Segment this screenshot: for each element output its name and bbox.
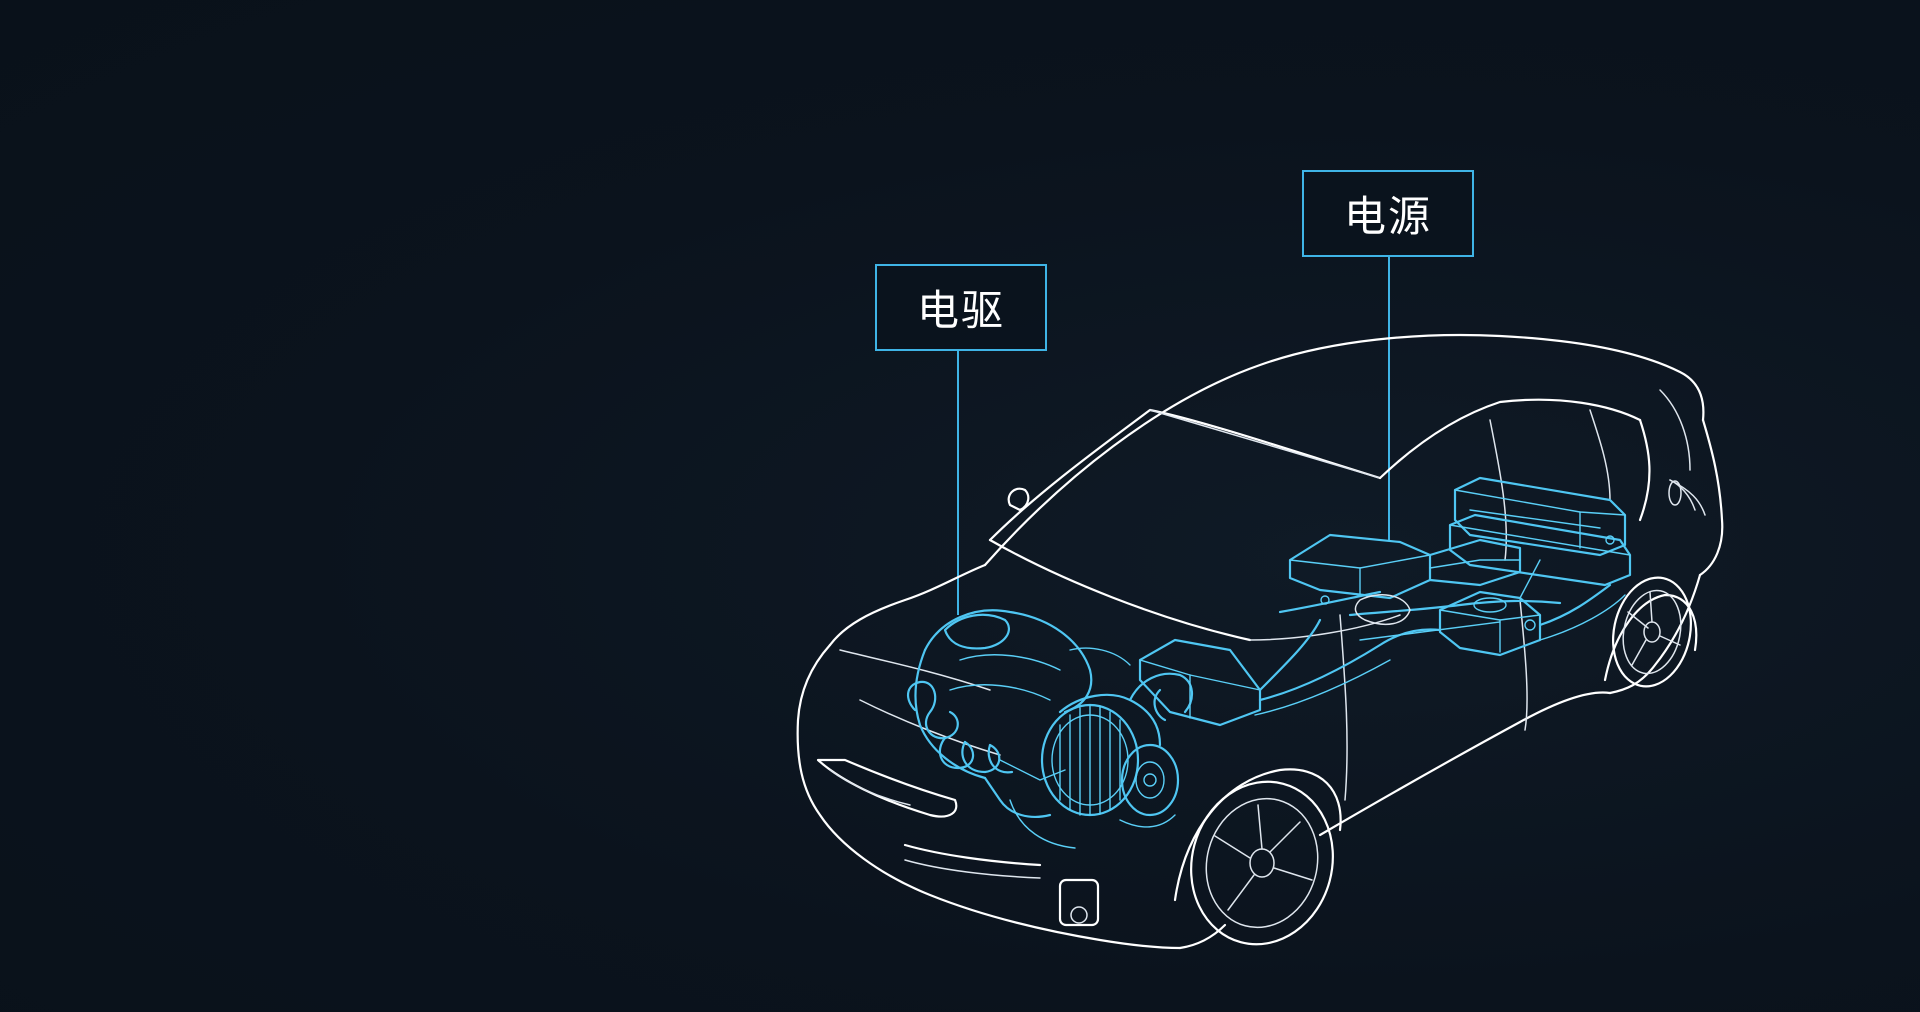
car-body-outline [798,335,1723,960]
label-electric-drive-text: 电驱 [917,277,1005,338]
battery-pack [1260,478,1630,690]
label-electric-drive: 电驱 [875,264,1047,351]
seat-outline [1355,595,1410,625]
label-power-source: 电源 [1302,170,1474,257]
label-power-source-text: 电源 [1344,183,1432,244]
